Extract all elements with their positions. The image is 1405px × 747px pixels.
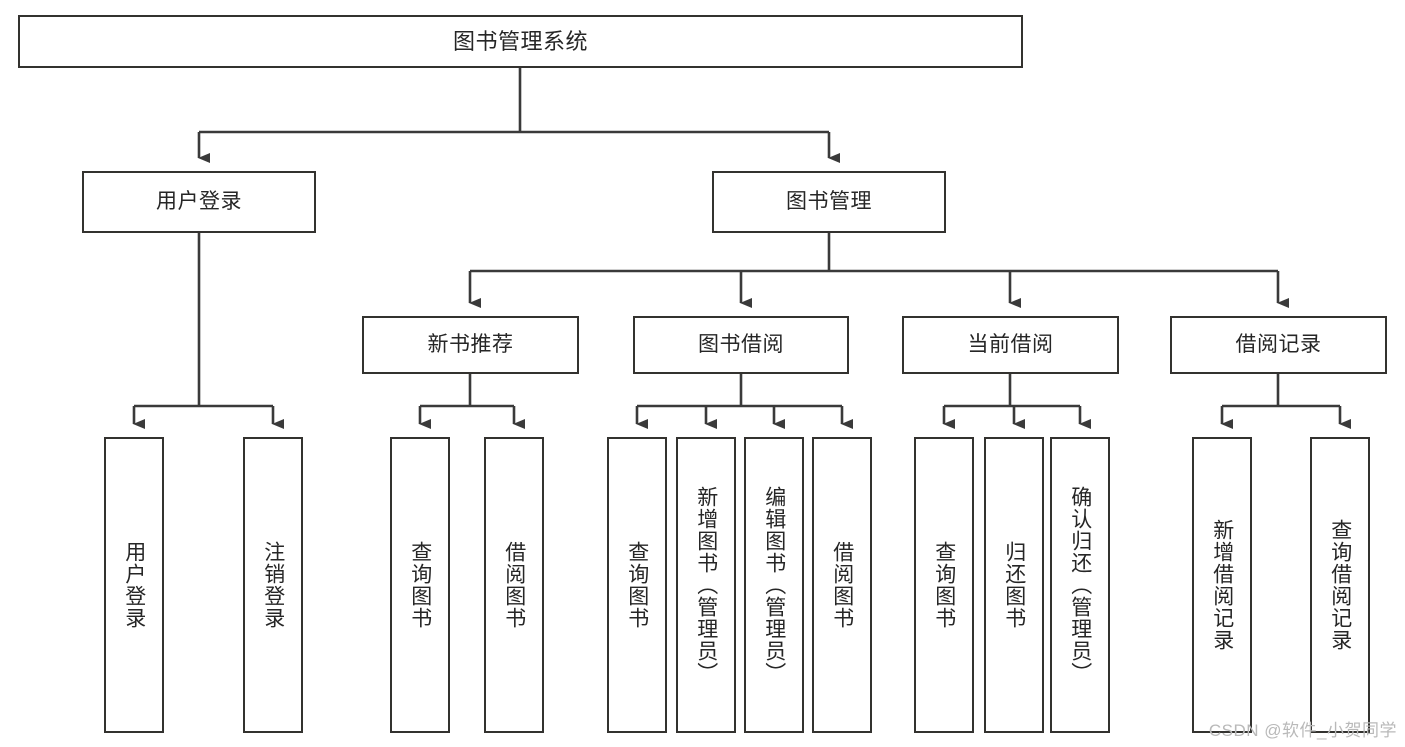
node-current-borrow-label: 当前借阅	[967, 332, 1054, 356]
node-leaf-borrow-book-2[interactable]: 借阅图书	[812, 437, 872, 733]
node-book-borrow-label: 图书借阅	[698, 332, 784, 356]
node-leaf-return-book-label: 归还图书	[1002, 541, 1026, 629]
node-leaf-query-book-2[interactable]: 查询图书	[607, 437, 667, 733]
node-user-login-label: 用户登录	[156, 189, 242, 213]
node-user-login[interactable]: 用户登录	[82, 171, 316, 233]
node-leaf-add-book-label: 新增图书（管理员）	[694, 486, 718, 684]
node-leaf-query-book-1[interactable]: 查询图书	[390, 437, 450, 733]
node-book-borrow[interactable]: 图书借阅	[633, 316, 849, 374]
node-leaf-query-record[interactable]: 查询借阅记录	[1310, 437, 1370, 733]
node-leaf-query-book-2-label: 查询图书	[625, 541, 649, 629]
node-root[interactable]: 图书管理系统	[18, 15, 1023, 68]
node-leaf-borrow-book-1[interactable]: 借阅图书	[484, 437, 544, 733]
node-leaf-query-record-label: 查询借阅记录	[1328, 519, 1352, 651]
node-leaf-borrow-book-1-label: 借阅图书	[502, 541, 526, 629]
node-new-book-recommend[interactable]: 新书推荐	[362, 316, 579, 374]
node-current-borrow[interactable]: 当前借阅	[902, 316, 1119, 374]
watermark: CSDN @软件_小贺同学	[1208, 721, 1397, 740]
node-leaf-confirm-return[interactable]: 确认归还（管理员）	[1050, 437, 1110, 733]
node-leaf-query-book-3[interactable]: 查询图书	[914, 437, 974, 733]
node-leaf-add-record-label: 新增借阅记录	[1210, 519, 1234, 651]
node-leaf-add-record[interactable]: 新增借阅记录	[1192, 437, 1252, 733]
node-leaf-return-book[interactable]: 归还图书	[984, 437, 1044, 733]
node-leaf-edit-book[interactable]: 编辑图书（管理员）	[744, 437, 804, 733]
node-book-management-label: 图书管理	[786, 189, 872, 213]
node-borrow-record[interactable]: 借阅记录	[1170, 316, 1387, 374]
node-root-label: 图书管理系统	[452, 28, 588, 54]
node-borrow-record-label: 借阅记录	[1235, 332, 1322, 356]
node-leaf-query-book-1-label: 查询图书	[408, 541, 432, 629]
node-leaf-user-login[interactable]: 用户登录	[104, 437, 164, 733]
node-leaf-user-login-label: 用户登录	[122, 541, 146, 629]
node-leaf-edit-book-label: 编辑图书（管理员）	[762, 486, 786, 684]
node-leaf-logout[interactable]: 注销登录	[243, 437, 303, 733]
node-leaf-query-book-3-label: 查询图书	[932, 541, 956, 629]
node-leaf-borrow-book-2-label: 借阅图书	[830, 541, 854, 629]
node-leaf-add-book[interactable]: 新增图书（管理员）	[676, 437, 736, 733]
node-book-management[interactable]: 图书管理	[712, 171, 946, 233]
node-leaf-logout-label: 注销登录	[261, 541, 285, 629]
node-leaf-confirm-return-label: 确认归还（管理员）	[1068, 486, 1092, 684]
node-new-book-recommend-label: 新书推荐	[427, 332, 514, 356]
